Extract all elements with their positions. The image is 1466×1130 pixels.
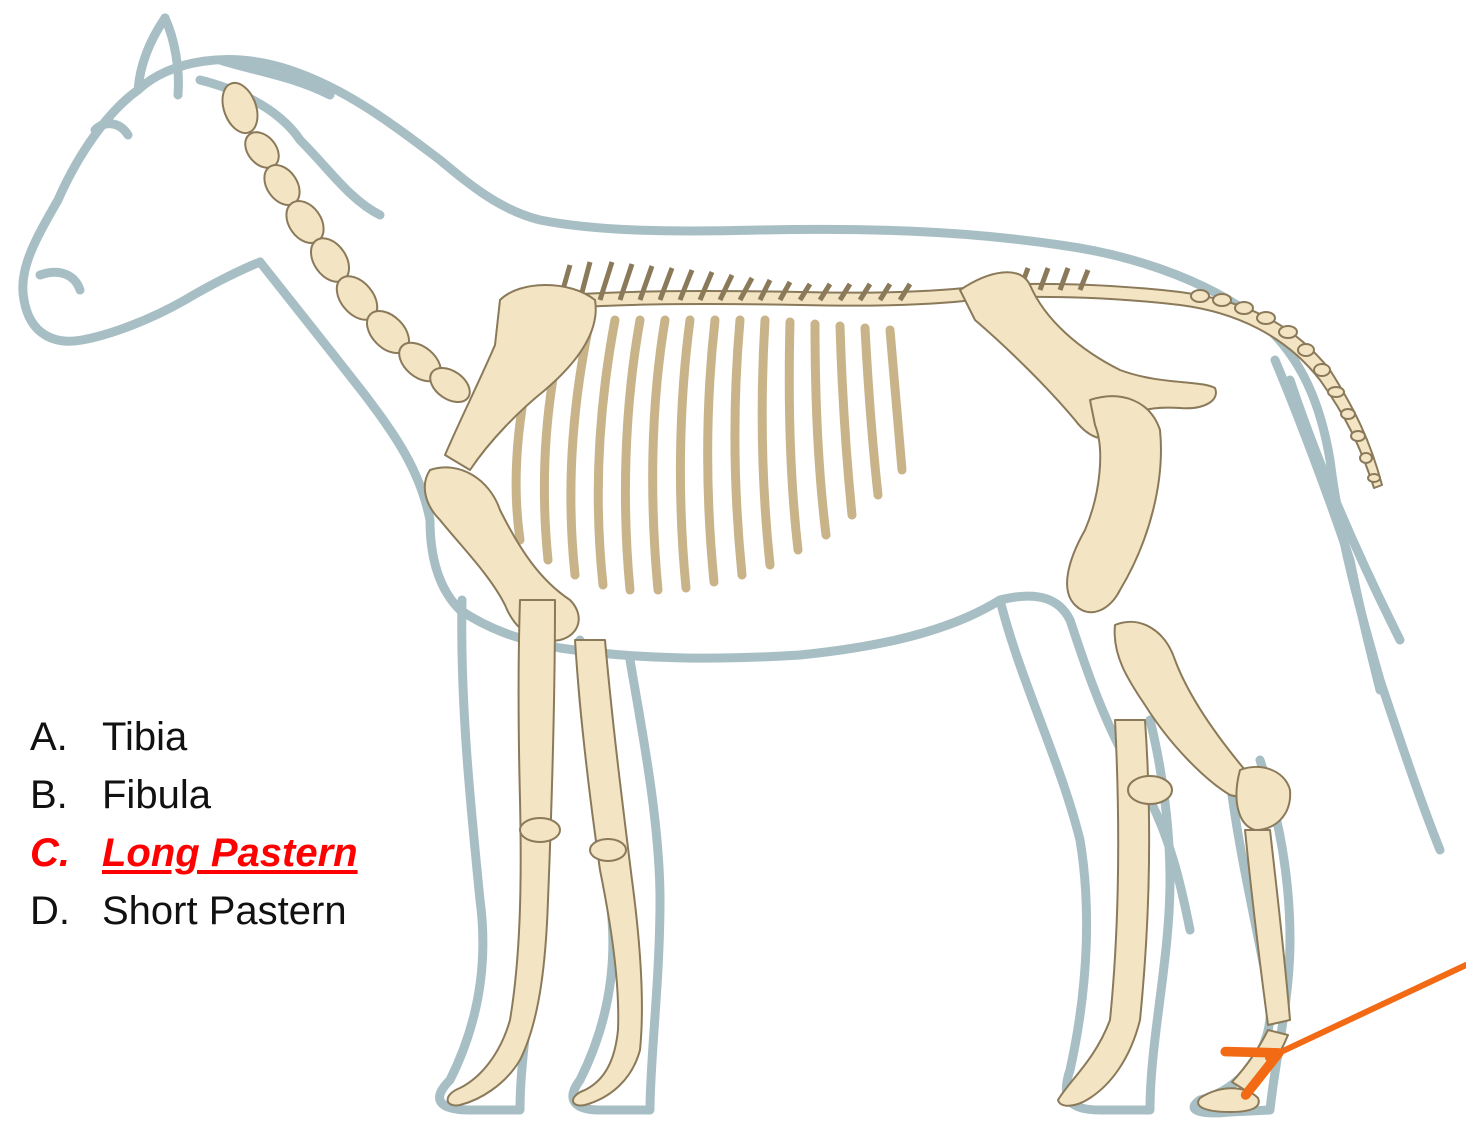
far-knee-joint bbox=[590, 839, 626, 861]
answer-letter: B. bbox=[30, 766, 102, 824]
femur bbox=[1067, 396, 1161, 612]
neck-vertebrae bbox=[238, 126, 476, 409]
answer-choice-d[interactable]: D.Short Pastern bbox=[30, 882, 358, 940]
answer-letter: A. bbox=[30, 708, 102, 766]
answer-choice-a[interactable]: A.Tibia bbox=[30, 708, 358, 766]
horse-body-outline bbox=[23, 18, 1440, 1113]
answer-letter: D. bbox=[30, 882, 102, 940]
far-foreleg bbox=[573, 640, 642, 1105]
hind-hoof bbox=[1198, 1088, 1259, 1112]
answer-choice-c[interactable]: C.Long Pastern bbox=[30, 824, 358, 882]
hock bbox=[1236, 767, 1290, 830]
answer-text: Fibula bbox=[102, 766, 211, 824]
answer-text: Tibia bbox=[102, 708, 187, 766]
answer-choice-b[interactable]: B.Fibula bbox=[30, 766, 358, 824]
pointer-arrow bbox=[1268, 965, 1466, 1058]
answer-letter: C. bbox=[30, 824, 102, 882]
near-knee-joint bbox=[520, 818, 560, 842]
answer-text: Long Pastern bbox=[102, 824, 358, 882]
answer-text: Short Pastern bbox=[102, 882, 347, 940]
far-hock-joint bbox=[1128, 776, 1172, 804]
